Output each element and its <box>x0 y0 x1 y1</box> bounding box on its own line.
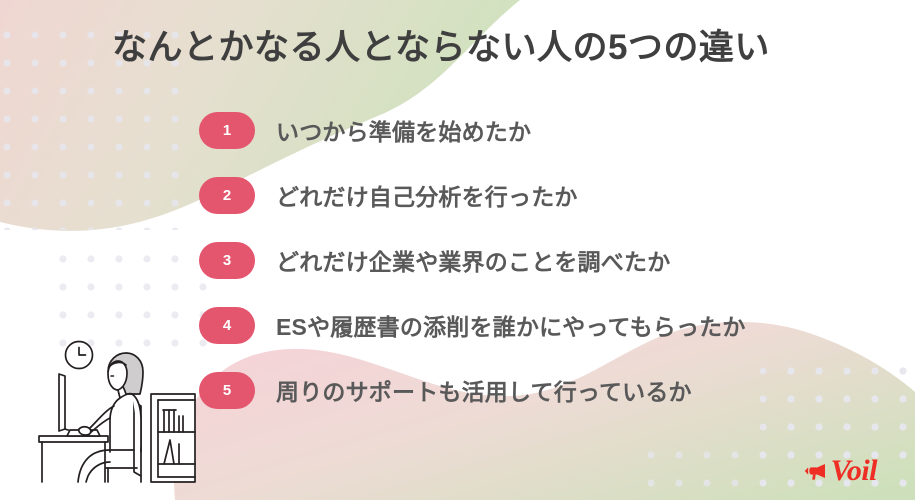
list-number-badge: 4 <box>199 306 255 344</box>
monitor-icon <box>58 373 75 433</box>
megaphone-icon <box>804 464 825 480</box>
logo-text: Voil <box>830 454 878 487</box>
list-number-badge: 5 <box>199 371 255 409</box>
seated-person-icon <box>77 352 144 483</box>
list-item: 4 ESや履歴書の添削を誰かにやってもらったか <box>199 305 899 345</box>
list-item: 1 いつから準備を始めたか <box>199 110 899 150</box>
list-item: 3 どれだけ企業や業界のことを調べたか <box>199 240 899 280</box>
numbered-list: 1 いつから準備を始めたか 2 どれだけ自己分析を行ったか 3 どれだけ企業や業… <box>199 110 899 435</box>
list-number-badge: 1 <box>199 111 255 149</box>
list-item-text: どれだけ企業や業界のことを調べたか <box>276 249 671 275</box>
list-item-text: どれだけ自己分析を行ったか <box>276 184 578 210</box>
wall-clock-icon <box>64 340 94 370</box>
list-number-badge: 2 <box>199 176 255 214</box>
list-item: 5 周りのサポートも活用して行っているか <box>199 370 899 410</box>
list-item-text: いつから準備を始めたか <box>276 119 532 145</box>
desk-icon <box>38 435 109 483</box>
voil-logo[interactable]: Voil <box>804 454 878 488</box>
page-title: なんとかなる人とならない人の5つの違い <box>112 28 770 67</box>
person-working-at-computer-illustration <box>38 340 196 483</box>
bookshelf-icon <box>150 393 196 483</box>
list-item-text: 周りのサポートも活用して行っているか <box>276 379 692 405</box>
list-item-text: ESや履歴書の添削を誰かにやってもらったか <box>276 314 746 340</box>
list-item: 2 どれだけ自己分析を行ったか <box>199 175 899 215</box>
list-number-badge: 3 <box>199 241 255 279</box>
